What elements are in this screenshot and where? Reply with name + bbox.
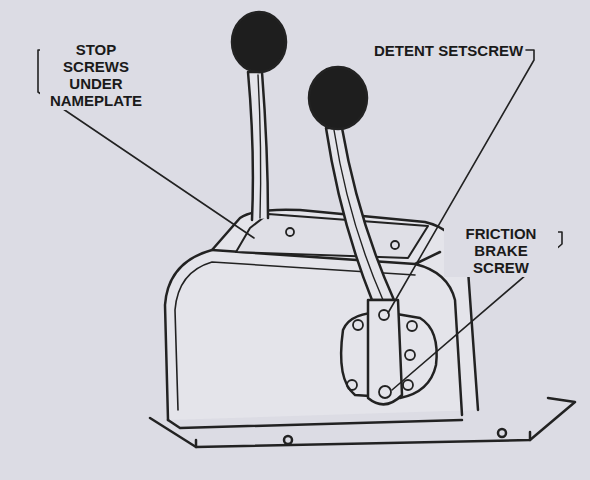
nameplate-screw [286, 228, 294, 236]
hub-screw [403, 380, 413, 390]
hub-screw [353, 320, 363, 330]
hub-screw [405, 350, 415, 360]
nameplate-screw [391, 241, 399, 249]
housing-top-edge [212, 250, 462, 415]
base-edge [196, 432, 530, 447]
part-label: STOP SCREWS UNDER NAMEPLATE [40, 40, 152, 110]
hub-screw [407, 321, 417, 331]
rear-lever-edge [258, 75, 261, 218]
rear-lever [248, 72, 268, 220]
part-label: DETENT SETSCREW [372, 41, 525, 60]
lever-hub [368, 300, 402, 404]
housing-bottom [168, 420, 462, 428]
rear-knob [232, 12, 286, 72]
part-label: FRICTION BRAKE SCREW [444, 224, 558, 277]
hub-screw [347, 380, 357, 390]
nameplate [236, 214, 428, 258]
base-screw [284, 436, 292, 444]
front-lever [326, 128, 394, 300]
friction-brake-screw [379, 386, 391, 398]
front-knob [309, 67, 367, 129]
base-screw [498, 429, 506, 437]
detent-setscrew [379, 310, 389, 320]
housing [165, 210, 478, 420]
front-lever-edge [334, 130, 383, 300]
